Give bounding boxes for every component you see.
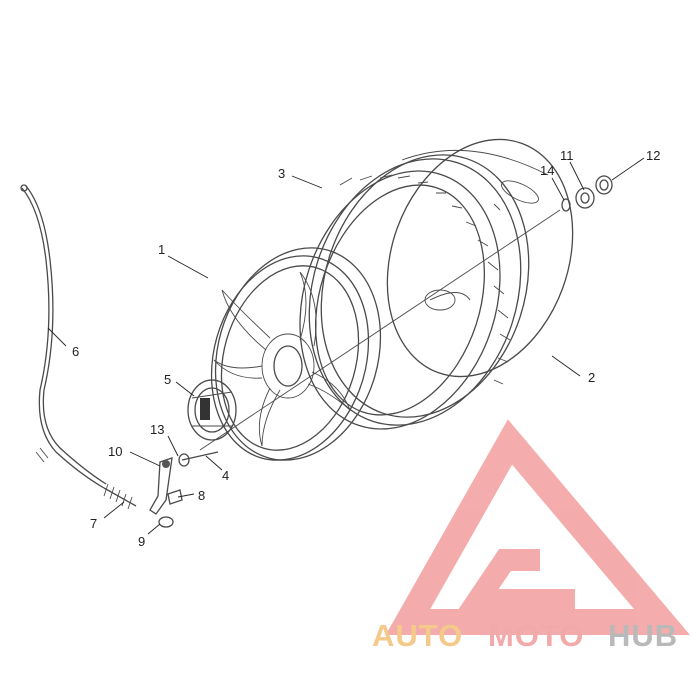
part-10-lever: [149, 457, 173, 515]
part-11-spacer: [575, 187, 595, 209]
brand-auto: AUTO: [372, 618, 463, 653]
brand-moto: MOTO: [488, 618, 584, 653]
part-12-nut: [595, 175, 613, 195]
part-1-rim: [210, 247, 382, 461]
brand-hub: HUB: [608, 618, 678, 653]
part-8-bolt: [167, 489, 183, 505]
part-4-cam-shaft: [178, 451, 219, 467]
axle-line: [199, 209, 561, 451]
watermark-brand: AUTO MOTO HUB: [372, 618, 678, 653]
callout-7: 7: [90, 516, 97, 531]
callout-12: 12: [646, 148, 660, 163]
valve-mark: [493, 203, 501, 211]
callout-1: 1: [158, 242, 165, 257]
callout-13: 13: [150, 422, 164, 437]
callout-6: 6: [72, 344, 79, 359]
part-7-spring: [103, 483, 137, 510]
callout-2: 2: [588, 370, 595, 385]
part-3-tyre: [299, 154, 530, 430]
callout-3: 3: [278, 166, 285, 181]
callout-11: 11: [560, 148, 574, 163]
callout-5: 5: [164, 372, 171, 387]
callout-4: 4: [222, 468, 229, 483]
part-6-brake-cable: [20, 184, 107, 489]
part-14-washer: [561, 198, 571, 212]
part-9-nut: [158, 516, 174, 528]
callout-10: 10: [108, 444, 122, 459]
callout-labels: 1 2 3 4 5 6 7 8 9 10 11 12 13 14: [72, 148, 660, 549]
callout-9: 9: [138, 534, 145, 549]
watermark-logo: [385, 419, 690, 635]
leader-lines: [47, 157, 645, 535]
callout-14: 14: [540, 163, 554, 178]
part-5-brake-shoe: [187, 379, 237, 441]
callout-8: 8: [198, 488, 205, 503]
